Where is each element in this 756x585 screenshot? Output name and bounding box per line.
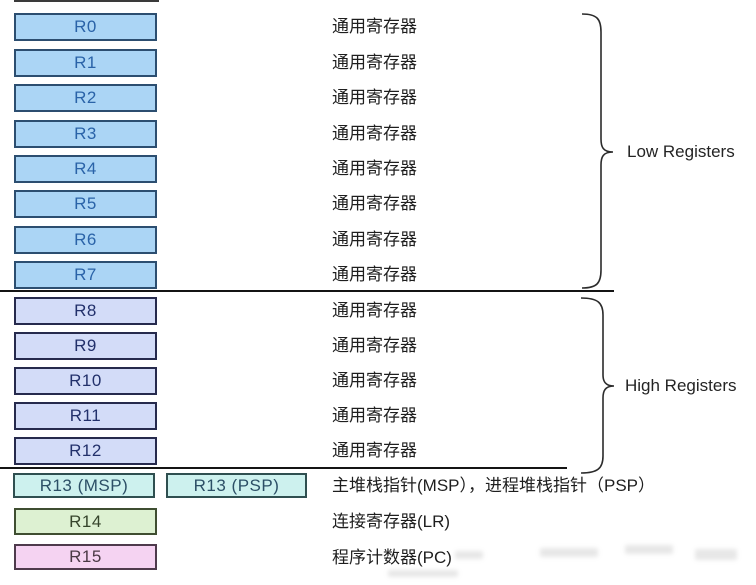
- artifact-smudge: [455, 551, 483, 559]
- register-desc-r2: 通用寄存器: [332, 88, 417, 107]
- artifact-smudge: [695, 549, 737, 560]
- register-desc-r8: 通用寄存器: [332, 301, 417, 320]
- register-label-r12: R12: [69, 441, 102, 460]
- register-label-r11: R11: [69, 406, 102, 425]
- low-registers-brace: [581, 13, 614, 289]
- register-box-r14: R14: [14, 508, 157, 535]
- register-label-r13-msp: R13 (MSP): [39, 475, 129, 495]
- register-label-r1: R1: [74, 53, 97, 72]
- register-desc-r10: 通用寄存器: [332, 371, 417, 390]
- register-desc-r12: 通用寄存器: [332, 441, 417, 460]
- register-label-r6: R6: [74, 230, 97, 249]
- register-label-r0: R0: [74, 17, 97, 36]
- register-box-r10: R10: [14, 367, 157, 395]
- register-box-r1: R1: [14, 49, 157, 77]
- register-box-r3: R3: [14, 120, 157, 148]
- low-registers-label: Low Registers: [627, 142, 735, 161]
- register-box-r9: R9: [14, 332, 157, 360]
- register-box-r11: R11: [14, 402, 157, 430]
- artifact-smudge: [625, 545, 673, 554]
- register-desc-r1: 通用寄存器: [332, 53, 417, 72]
- register-box-r4: R4: [14, 155, 157, 183]
- cropped-box-edge: [14, 0, 159, 2]
- register-box-r15: R15: [14, 544, 157, 570]
- register-desc-r11: 通用寄存器: [332, 406, 417, 425]
- register-desc-r5: 通用寄存器: [332, 194, 417, 213]
- register-label-r8: R8: [74, 301, 97, 320]
- register-desc-r15: 程序计数器(PC): [332, 548, 452, 567]
- register-label-r4: R4: [74, 159, 97, 178]
- register-box-r2: R2: [14, 84, 157, 112]
- register-desc-r4: 通用寄存器: [332, 159, 417, 178]
- register-desc-r13: 主堆栈指针(MSP），进程堆栈指针（PSP）: [332, 476, 656, 495]
- register-label-r3: R3: [74, 124, 97, 143]
- register-label-r13-psp: R13 (PSP): [193, 475, 280, 495]
- divider-low-high: [0, 290, 614, 292]
- register-box-r13-msp: R13 (MSP): [13, 473, 155, 498]
- register-desc-r7: 通用寄存器: [332, 265, 417, 284]
- register-box-r13-psp: R13 (PSP): [166, 473, 307, 498]
- register-box-r0: R0: [14, 13, 157, 41]
- register-label-r2: R2: [74, 88, 97, 107]
- register-label-r5: R5: [74, 194, 97, 213]
- register-desc-r3: 通用寄存器: [332, 124, 417, 143]
- register-box-r5: R5: [14, 190, 157, 218]
- register-desc-r0: 通用寄存器: [332, 17, 417, 36]
- register-label-r7: R7: [74, 265, 97, 284]
- register-box-r6: R6: [14, 226, 157, 254]
- register-label-r15: R15: [69, 547, 102, 566]
- register-label-r10: R10: [69, 371, 102, 390]
- register-desc-r14: 连接寄存器(LR): [332, 512, 451, 531]
- register-desc-r9: 通用寄存器: [332, 336, 417, 355]
- register-label-r9: R9: [74, 336, 97, 355]
- register-label-r14: R14: [69, 511, 102, 531]
- register-box-r8: R8: [14, 297, 157, 325]
- high-registers-brace: [580, 297, 615, 474]
- divider-high-special: [0, 467, 567, 469]
- register-box-r7: R7: [14, 261, 157, 289]
- register-box-r12: R12: [14, 437, 157, 465]
- register-desc-r6: 通用寄存器: [332, 230, 417, 249]
- artifact-smudge: [388, 570, 458, 577]
- artifact-smudge: [540, 548, 598, 557]
- high-registers-label: High Registers: [625, 376, 737, 395]
